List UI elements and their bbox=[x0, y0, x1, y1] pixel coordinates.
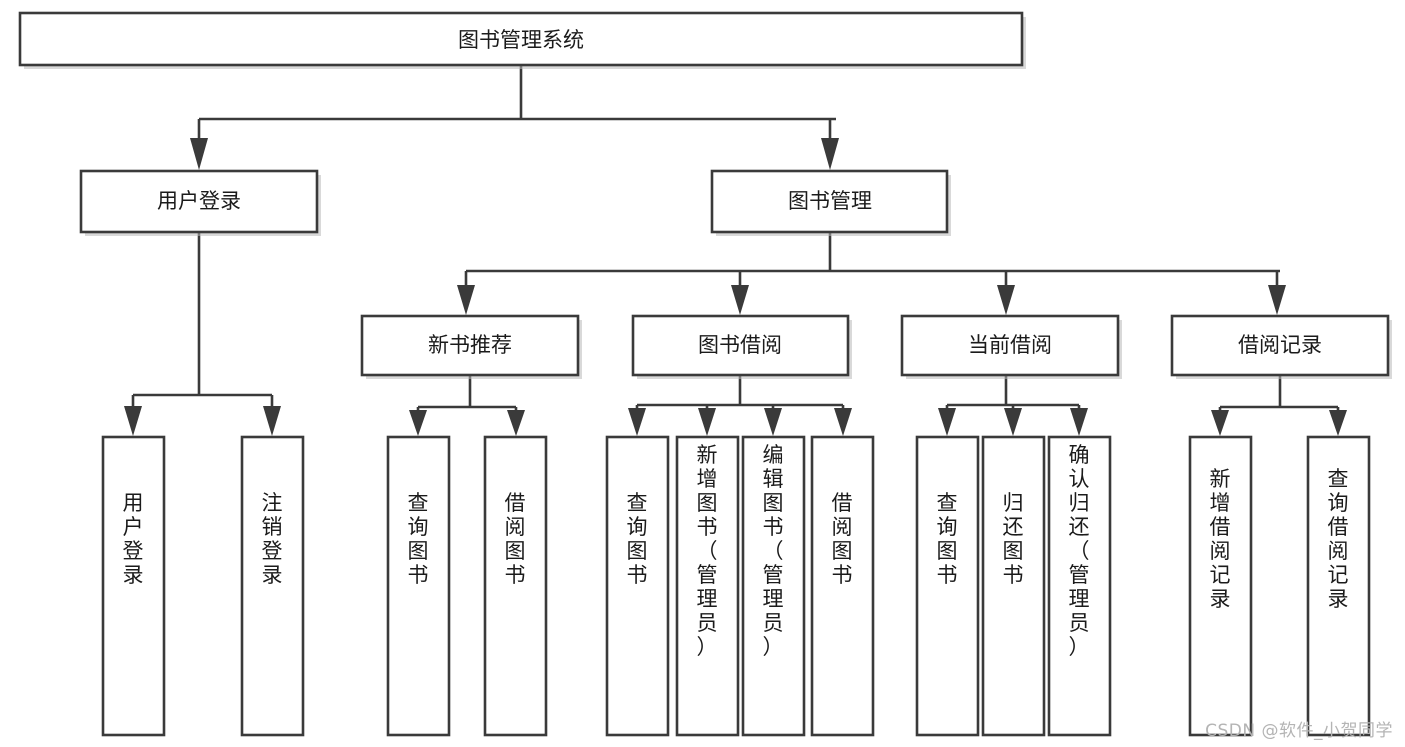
node-leaf-add-borrow-record-box[interactable] bbox=[1188, 435, 1253, 737]
arrowhead-leaf-query-book-b bbox=[628, 408, 646, 436]
arrowhead-leaf-query-record bbox=[1329, 410, 1347, 436]
node-leaf-confirm-return-box[interactable] bbox=[1047, 435, 1112, 737]
arrowhead-leaf-edit-book bbox=[764, 408, 782, 436]
node-book-borrow-box[interactable] bbox=[631, 314, 850, 377]
node-leaf-return-book[interactable]: 归还图书 bbox=[981, 435, 1046, 737]
arrowhead-new-book-rec bbox=[457, 285, 475, 315]
node-current-borrow[interactable]: 当前借阅 bbox=[900, 314, 1122, 379]
node-new-book-recommend-box[interactable] bbox=[360, 314, 580, 377]
node-leaf-edit-book-label: 编辑图书（管理员） bbox=[763, 443, 784, 659]
node-leaf-user-login-label: 用户登录 bbox=[123, 491, 144, 587]
arrowhead-user-login bbox=[190, 138, 208, 170]
node-leaf-user-login[interactable]: 用户登录 bbox=[101, 435, 166, 737]
node-leaf-borrow-book-box[interactable] bbox=[810, 435, 875, 737]
node-current-borrow-box[interactable] bbox=[900, 314, 1120, 377]
node-user-login-label: 用户登录 bbox=[157, 189, 241, 213]
node-new-book-recommend-label: 新书推荐 bbox=[428, 333, 512, 357]
node-leaf-query-book-rec-label: 查询图书 bbox=[408, 491, 429, 587]
arrowhead-leaf-return-book bbox=[1004, 408, 1022, 436]
node-user-login[interactable]: 用户登录 bbox=[79, 169, 321, 236]
arrowhead-leaf-add-record bbox=[1211, 410, 1229, 436]
arrowhead-current-borrow bbox=[997, 285, 1015, 315]
node-leaf-query-book-current-box[interactable] bbox=[915, 435, 980, 737]
node-leaf-borrow-book-rec-label: 借阅图书 bbox=[505, 491, 526, 587]
node-leaf-query-book-rec-box[interactable] bbox=[386, 435, 451, 737]
node-root[interactable]: 图书管理系统 bbox=[18, 11, 1026, 69]
node-leaf-edit-book[interactable]: 编辑图书（管理员） bbox=[741, 435, 806, 737]
arrowhead-leaf-add-book bbox=[698, 408, 716, 436]
node-root-label: 图书管理系统 bbox=[458, 28, 584, 52]
node-book-borrow-label: 图书借阅 bbox=[698, 333, 782, 357]
arrowhead-book-mgmt bbox=[821, 138, 839, 170]
node-user-login-box[interactable] bbox=[79, 169, 319, 234]
node-leaf-query-book-borrow-label: 查询图书 bbox=[627, 491, 648, 587]
arrowhead-leaf-query-book-a bbox=[409, 410, 427, 436]
node-book-management-label: 图书管理 bbox=[788, 189, 872, 213]
node-leaf-logout[interactable]: 注销登录 bbox=[240, 435, 305, 737]
node-leaf-logout-box[interactable] bbox=[240, 435, 305, 737]
arrowhead-leaf-borrow-book-b bbox=[834, 408, 852, 436]
node-borrow-record[interactable]: 借阅记录 bbox=[1170, 314, 1392, 379]
node-leaf-query-book-current-label: 查询图书 bbox=[937, 491, 958, 587]
node-leaf-query-book-borrow[interactable]: 查询图书 bbox=[605, 435, 670, 737]
arrowhead-leaf-confirm-return bbox=[1070, 408, 1088, 436]
node-leaf-add-borrow-record[interactable]: 新增借阅记录 bbox=[1188, 435, 1253, 737]
node-leaf-add-book-box[interactable] bbox=[675, 435, 740, 737]
node-leaf-borrow-book-rec-box[interactable] bbox=[483, 435, 548, 737]
node-leaf-confirm-return[interactable]: 确认归还（管理员） bbox=[1047, 435, 1112, 737]
node-leaf-return-book-box[interactable] bbox=[981, 435, 1046, 737]
arrowhead-leaf-query-book-c bbox=[938, 408, 956, 436]
node-book-management-box[interactable] bbox=[710, 169, 949, 234]
arrowhead-leaf-user-login bbox=[124, 406, 142, 436]
node-leaf-add-book[interactable]: 新增图书（管理员） bbox=[675, 435, 740, 737]
node-book-borrow[interactable]: 图书借阅 bbox=[631, 314, 852, 379]
node-leaf-query-borrow-record-label: 查询借阅记录 bbox=[1328, 467, 1349, 611]
node-leaf-add-book-label: 新增图书（管理员） bbox=[697, 443, 718, 659]
node-leaf-return-book-label: 归还图书 bbox=[1003, 491, 1024, 587]
node-borrow-record-box[interactable] bbox=[1170, 314, 1390, 377]
arrowhead-borrow-record bbox=[1268, 285, 1286, 315]
node-leaf-query-borrow-record[interactable]: 查询借阅记录 bbox=[1306, 435, 1371, 737]
arrowhead-leaf-logout bbox=[263, 406, 281, 436]
node-borrow-record-label: 借阅记录 bbox=[1238, 333, 1322, 357]
node-leaf-query-book-borrow-box[interactable] bbox=[605, 435, 670, 737]
node-leaf-add-borrow-record-label: 新增借阅记录 bbox=[1210, 467, 1231, 611]
node-leaf-confirm-return-label: 确认归还（管理员） bbox=[1069, 443, 1090, 659]
node-leaf-user-login-box[interactable] bbox=[101, 435, 166, 737]
node-leaf-edit-book-box[interactable] bbox=[741, 435, 806, 737]
node-layer: 图书管理系统 用户登录 图书管理 新书推荐 bbox=[18, 11, 1392, 737]
node-leaf-borrow-book-rec[interactable]: 借阅图书 bbox=[483, 435, 548, 737]
arrowhead-leaf-borrow-book-a bbox=[507, 410, 525, 436]
node-book-management[interactable]: 图书管理 bbox=[710, 169, 951, 236]
node-leaf-borrow-book-label: 借阅图书 bbox=[832, 491, 853, 587]
node-leaf-query-book-current[interactable]: 查询图书 bbox=[915, 435, 980, 737]
node-leaf-query-borrow-record-box[interactable] bbox=[1306, 435, 1371, 737]
node-root-box[interactable] bbox=[18, 11, 1024, 67]
arrowhead-book-borrow bbox=[731, 285, 749, 315]
node-leaf-logout-label: 注销登录 bbox=[262, 491, 283, 587]
node-leaf-query-book-rec[interactable]: 查询图书 bbox=[386, 435, 451, 737]
connector-layer bbox=[124, 65, 1347, 436]
node-current-borrow-label: 当前借阅 bbox=[968, 333, 1052, 357]
node-leaf-borrow-book[interactable]: 借阅图书 bbox=[810, 435, 875, 737]
node-new-book-recommend[interactable]: 新书推荐 bbox=[360, 314, 582, 379]
watermark: CSDN @软件_小贺同学 bbox=[1205, 721, 1393, 741]
